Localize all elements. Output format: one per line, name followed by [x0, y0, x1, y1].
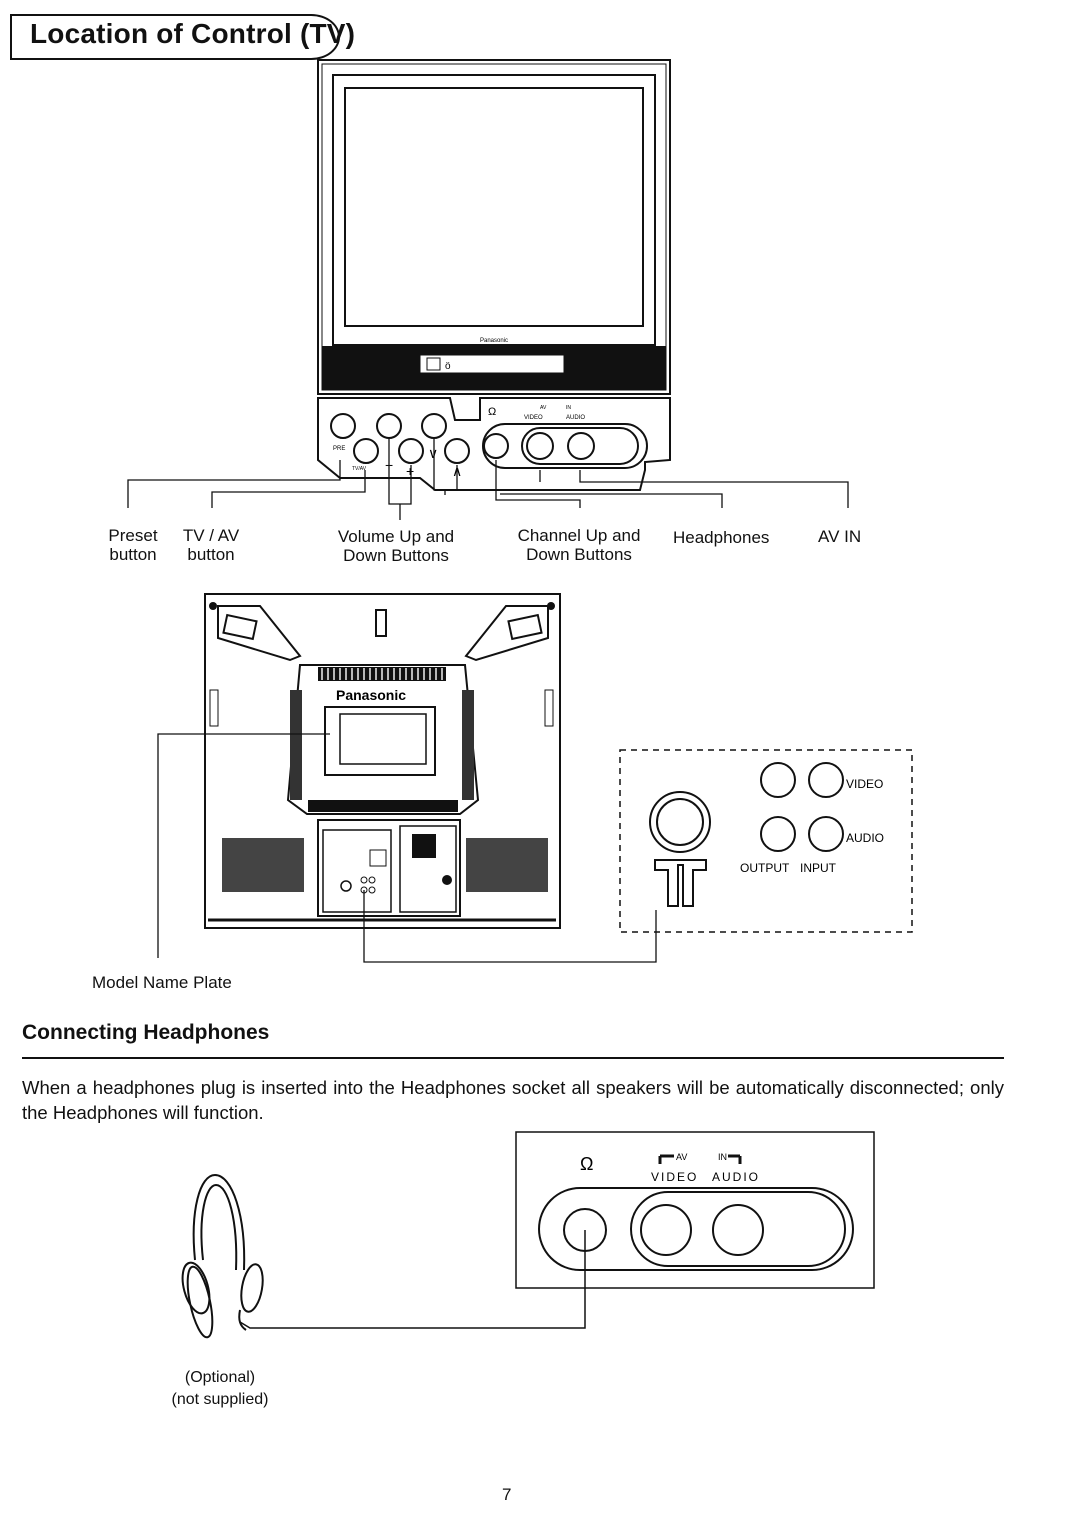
- button-mark-down: ∨: [428, 445, 438, 461]
- page-title-frame: [10, 14, 340, 60]
- svg-text:VIDEO: VIDEO: [651, 1170, 698, 1184]
- button-mark-pre: PRE: [333, 446, 345, 452]
- svg-text:AV: AV: [676, 1152, 687, 1162]
- svg-text:ö: ö: [445, 361, 451, 372]
- inset-input-label: INPUT: [800, 861, 837, 875]
- section-divider: [22, 1057, 1004, 1059]
- svg-text:IN: IN: [566, 405, 571, 411]
- tv-front-brand: Panasonic: [480, 338, 508, 344]
- inset-audio-label: AUDIO: [846, 831, 884, 845]
- tv-rear-illustration: Panasonic VIDEO AUDIO OUTPUT INPUT: [157, 593, 913, 963]
- front-headphone-icon: Ω: [488, 406, 496, 418]
- optional-note: (Optional) (not supplied): [171, 1369, 269, 1408]
- headphones-connection-illustration: Ω AV IN VIDEO AUDIO: [181, 1131, 875, 1339]
- button-mark-plus: +: [406, 463, 414, 479]
- tv-rear-brand: Panasonic: [336, 687, 406, 703]
- svg-text:VIDEO: VIDEO: [524, 415, 543, 421]
- label-model-name-plate: Model Name Plate: [92, 973, 232, 992]
- label-av-in: AV IN: [818, 527, 862, 546]
- svg-text:AV: AV: [540, 405, 547, 411]
- svg-text:AUDIO: AUDIO: [566, 415, 585, 421]
- inset-video-label: VIDEO: [846, 777, 883, 791]
- svg-text:IN: IN: [718, 1152, 727, 1162]
- jack-headphone-icon: Ω: [580, 1154, 593, 1174]
- page-title: Location of Control (TV): [30, 18, 356, 49]
- button-mark-tvav: TV/AV: [352, 466, 367, 472]
- section-heading: Connecting Headphones: [22, 1021, 270, 1044]
- page-number: 7: [502, 1485, 512, 1504]
- section-body: When a headphones plug is inserted into …: [22, 1077, 1004, 1123]
- svg-text:AUDIO: AUDIO: [712, 1170, 760, 1184]
- label-headphones: Headphones: [673, 528, 770, 547]
- inset-output-label: OUTPUT: [740, 861, 790, 875]
- tv-front-illustration: Panasonic ö PRE TV/AV − + ∨ ∧ Ω AV IN VI…: [127, 59, 849, 520]
